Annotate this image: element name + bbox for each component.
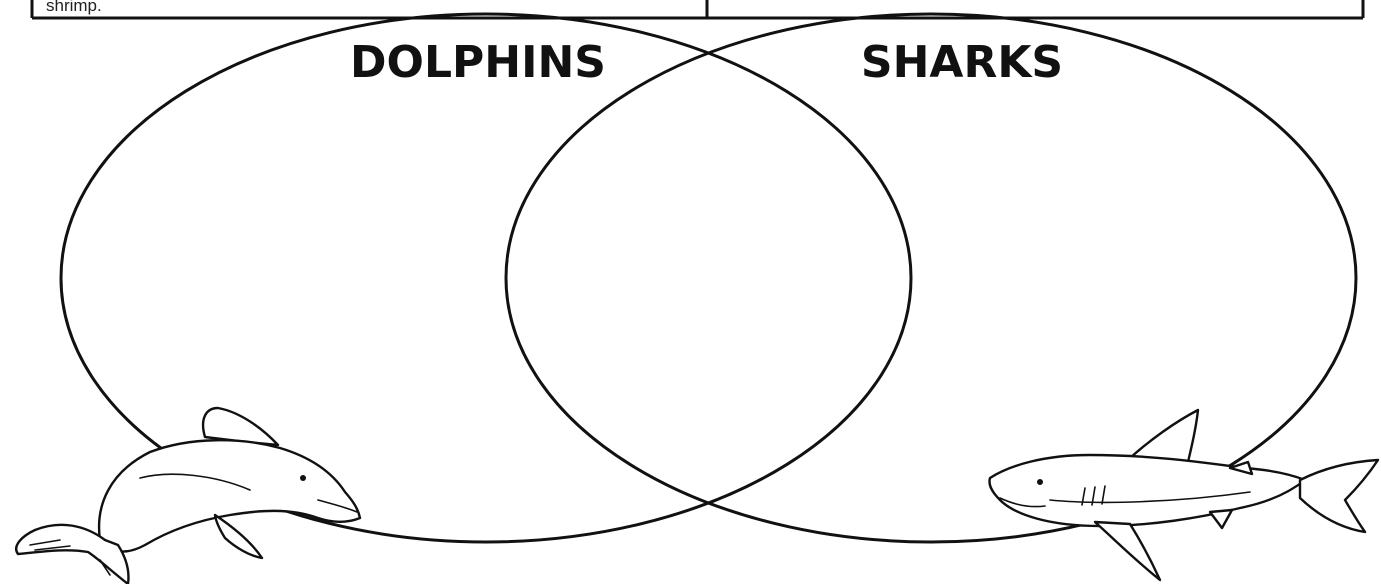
top-table: shrimp. <box>32 0 1363 18</box>
dolphin-icon <box>16 408 360 584</box>
left-title: DOLPHINS <box>350 37 606 88</box>
right-circle <box>506 14 1356 542</box>
shark-icon <box>989 410 1378 580</box>
table-cell-text: shrimp. <box>46 0 102 15</box>
right-title: SHARKS <box>861 37 1063 88</box>
